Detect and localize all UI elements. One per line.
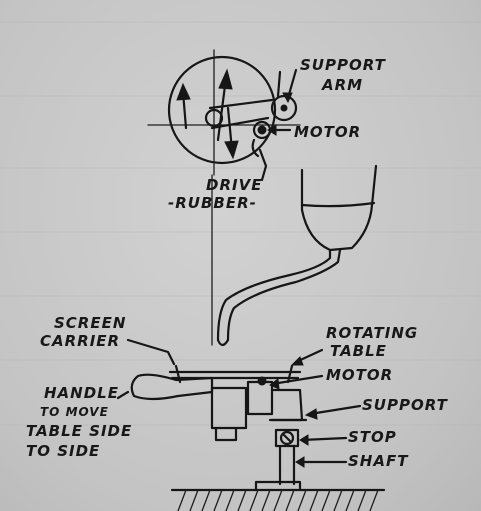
- funnel-fill-line: [300, 201, 376, 208]
- feed-tube-outer: [216, 248, 332, 342]
- label-motor-top: MOTOR: [294, 123, 361, 141]
- handle-leader: [116, 390, 130, 400]
- label-handle-4: TO SIDE: [26, 442, 100, 460]
- support-arm-pivot: [270, 94, 298, 122]
- label-support: SUPPORT: [362, 396, 449, 414]
- label-handle-3: TABLE SIDE: [26, 422, 132, 440]
- support-arm-bar: [208, 98, 274, 130]
- carriage-foot: [214, 426, 238, 442]
- label-handle-1: HANDLE: [44, 384, 119, 402]
- table-motor-shaft: [257, 376, 267, 386]
- drive-rubber-contact: [251, 138, 260, 158]
- label-drive-rubber-2: -RUBBER-: [168, 194, 257, 212]
- support-leader: [308, 404, 362, 416]
- support-arm-pivot-pin: [280, 104, 288, 112]
- table-motor: [246, 380, 274, 416]
- handle: [130, 373, 214, 401]
- ground-hatching: [170, 488, 386, 511]
- top-motor-shaft: [257, 125, 267, 135]
- label-support-arm-1: SUPPORT: [300, 56, 387, 74]
- label-motor-bottom: MOTOR: [326, 366, 393, 384]
- feed-tube-tip: [216, 338, 230, 347]
- label-handle-2: TO MOVE: [40, 405, 109, 419]
- shaft: [278, 444, 296, 486]
- feed-tube-inner: [226, 248, 342, 342]
- shaft-mount: [254, 480, 302, 492]
- top-view-disc-assembly: [147, 49, 301, 176]
- label-screen-carrier-2: CARRIER: [40, 332, 120, 350]
- top-view-leaders: [258, 68, 298, 182]
- disc-hub: [204, 108, 224, 128]
- screen-carrier-leader: [126, 338, 176, 366]
- rotation-arrows: [176, 68, 239, 160]
- label-rotating-table-1: ROTATING: [326, 324, 418, 342]
- side-view-assembly: [130, 364, 386, 511]
- label-support-arm-2: ARM: [321, 76, 363, 94]
- labels: SUPPORT ARM MOTOR DRIVE -RUBBER- SCREEN …: [26, 56, 449, 470]
- drive-rubber-leader: [258, 148, 268, 182]
- rotating-table: [168, 370, 302, 380]
- paper-texture: [0, 21, 481, 426]
- stop-screw: [279, 430, 295, 446]
- stop-collar: [274, 428, 300, 448]
- side-view-leaders: [116, 338, 362, 468]
- label-stop: STOP: [348, 428, 397, 446]
- rotating-disc: [167, 55, 277, 165]
- label-drive-rubber-1: DRIVE: [206, 176, 262, 194]
- funnel-feed: [216, 164, 378, 347]
- table-motor-leader: [270, 374, 324, 386]
- label-shaft: SHAFT: [348, 452, 409, 470]
- funnel-body: [300, 164, 378, 252]
- carriage-block: [210, 386, 248, 430]
- support-arm-post: [276, 70, 282, 98]
- label-screen-carrier-1: SCREEN: [54, 314, 126, 332]
- support-bracket: [270, 388, 304, 422]
- label-rotating-table-2: TABLE: [330, 342, 387, 360]
- stop-leader: [300, 436, 348, 442]
